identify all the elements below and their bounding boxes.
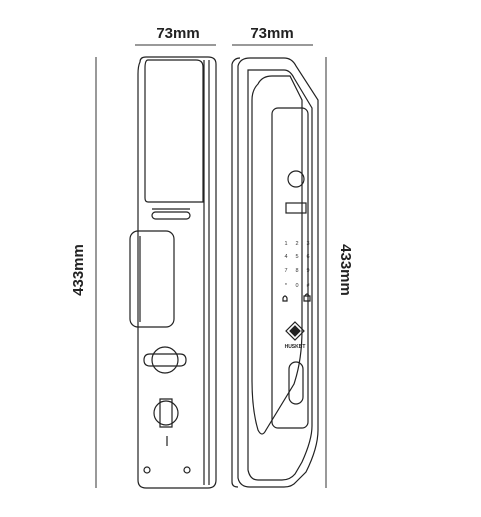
keypad-key: 5 bbox=[295, 254, 298, 260]
screw-hole-left bbox=[143, 466, 151, 474]
front-width-label: 73mm bbox=[250, 25, 293, 42]
keypad-key: 4 bbox=[284, 254, 287, 260]
keypad-key: 8 bbox=[295, 268, 298, 274]
screw-hole-right bbox=[183, 466, 191, 474]
fingerprint-sensor-icon bbox=[287, 170, 305, 188]
lock-front-view bbox=[231, 57, 319, 488]
keypad-key: 7 bbox=[284, 268, 287, 274]
secondary-knob-lever bbox=[159, 398, 173, 428]
lock-back-view bbox=[129, 56, 217, 489]
slot-opening bbox=[151, 211, 191, 220]
keypad-key: 6 bbox=[306, 254, 309, 260]
keypad-key: 9 bbox=[306, 268, 309, 274]
bell-icon bbox=[282, 295, 288, 302]
back-plate-outline bbox=[137, 56, 217, 489]
side-width-label: 73mm bbox=[156, 25, 199, 42]
front-body-outline bbox=[237, 57, 319, 488]
thumb-turn-knob bbox=[151, 346, 179, 374]
card-reader bbox=[285, 202, 307, 214]
side-height-label: 433mm bbox=[70, 244, 87, 296]
lock-icon bbox=[303, 293, 311, 302]
brand-logo-icon bbox=[285, 321, 305, 341]
thumb-turn-lever bbox=[143, 353, 187, 367]
secondary-knob bbox=[153, 400, 179, 426]
front-panel bbox=[271, 107, 309, 429]
keypad-key: 1 bbox=[284, 241, 287, 247]
upper-handle-panel bbox=[144, 59, 204, 203]
brand-logo-inner bbox=[289, 325, 301, 337]
brand-name: HUSKBT bbox=[285, 344, 306, 350]
keypad-key: * bbox=[285, 283, 288, 289]
keypad-key: 0 bbox=[295, 283, 298, 289]
keypad-key: 3 bbox=[306, 241, 309, 247]
front-plate-edge bbox=[231, 57, 241, 488]
key-slot bbox=[288, 361, 304, 405]
keypad: 1 2 3 4 5 6 7 8 9 * 0 # bbox=[284, 241, 310, 289]
keypad-key: 2 bbox=[295, 241, 298, 247]
keypad-key: # bbox=[306, 283, 310, 289]
dimension-lines bbox=[95, 44, 327, 488]
back-handle-grip bbox=[129, 230, 175, 328]
front-handle-contour bbox=[251, 75, 303, 435]
front-height-label: 433mm bbox=[337, 244, 354, 296]
front-inner-contour bbox=[247, 69, 313, 481]
